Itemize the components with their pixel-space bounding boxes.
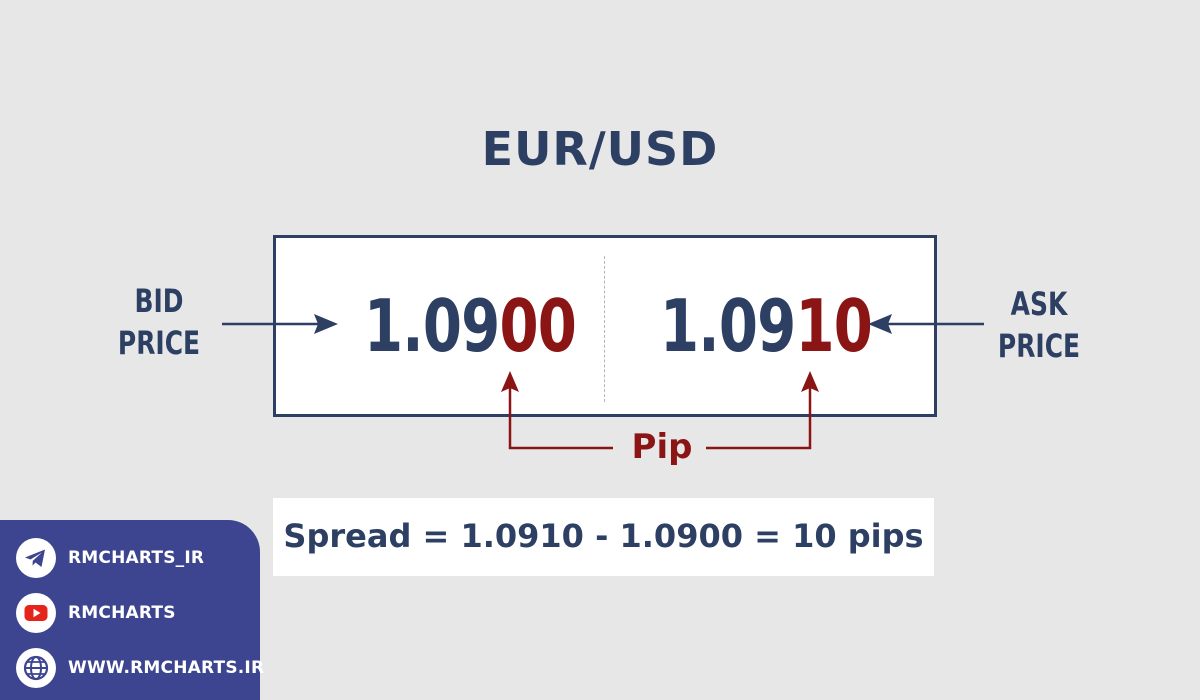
- bid-pip-digits: 00: [499, 284, 577, 368]
- telegram-icon: [16, 538, 56, 578]
- spread-box: [273, 498, 934, 576]
- social-item-telegram[interactable]: RMCHARTS_IR: [16, 538, 204, 578]
- social-panel: RMCHARTS_IR RMCHARTS WWW.RM: [0, 520, 264, 700]
- social-label-website: WWW.RMCHARTS.IR: [68, 658, 265, 678]
- bid-price-main: 1.09: [364, 284, 500, 368]
- quote-divider: [604, 256, 605, 402]
- ask-label-line2: PRICE: [997, 327, 1081, 365]
- ask-pip-digits: 10: [795, 284, 873, 368]
- bid-price-label: BID PRICE: [116, 280, 202, 364]
- ask-price-label: ASK PRICE: [996, 283, 1082, 367]
- pair-title: EUR/USD: [481, 122, 719, 176]
- social-label-telegram: RMCHARTS_IR: [68, 548, 205, 568]
- social-item-website[interactable]: WWW.RMCHARTS.IR: [16, 648, 264, 688]
- ask-price-value: 1.0910: [660, 284, 873, 368]
- bid-label-line2: PRICE: [117, 324, 201, 362]
- globe-icon: [16, 648, 56, 688]
- social-item-youtube[interactable]: RMCHARTS: [16, 593, 176, 633]
- social-label-youtube: RMCHARTS: [68, 603, 176, 623]
- pip-label: Pip: [631, 427, 693, 467]
- youtube-icon: [16, 593, 56, 633]
- spread-formula: Spread = 1.0910 - 1.0900 = 10 pips: [283, 517, 924, 555]
- bid-price-value: 1.0900: [364, 284, 577, 368]
- ask-label-line1: ASK: [1010, 285, 1068, 323]
- ask-price-main: 1.09: [660, 284, 796, 368]
- bid-label-line1: BID: [134, 282, 184, 320]
